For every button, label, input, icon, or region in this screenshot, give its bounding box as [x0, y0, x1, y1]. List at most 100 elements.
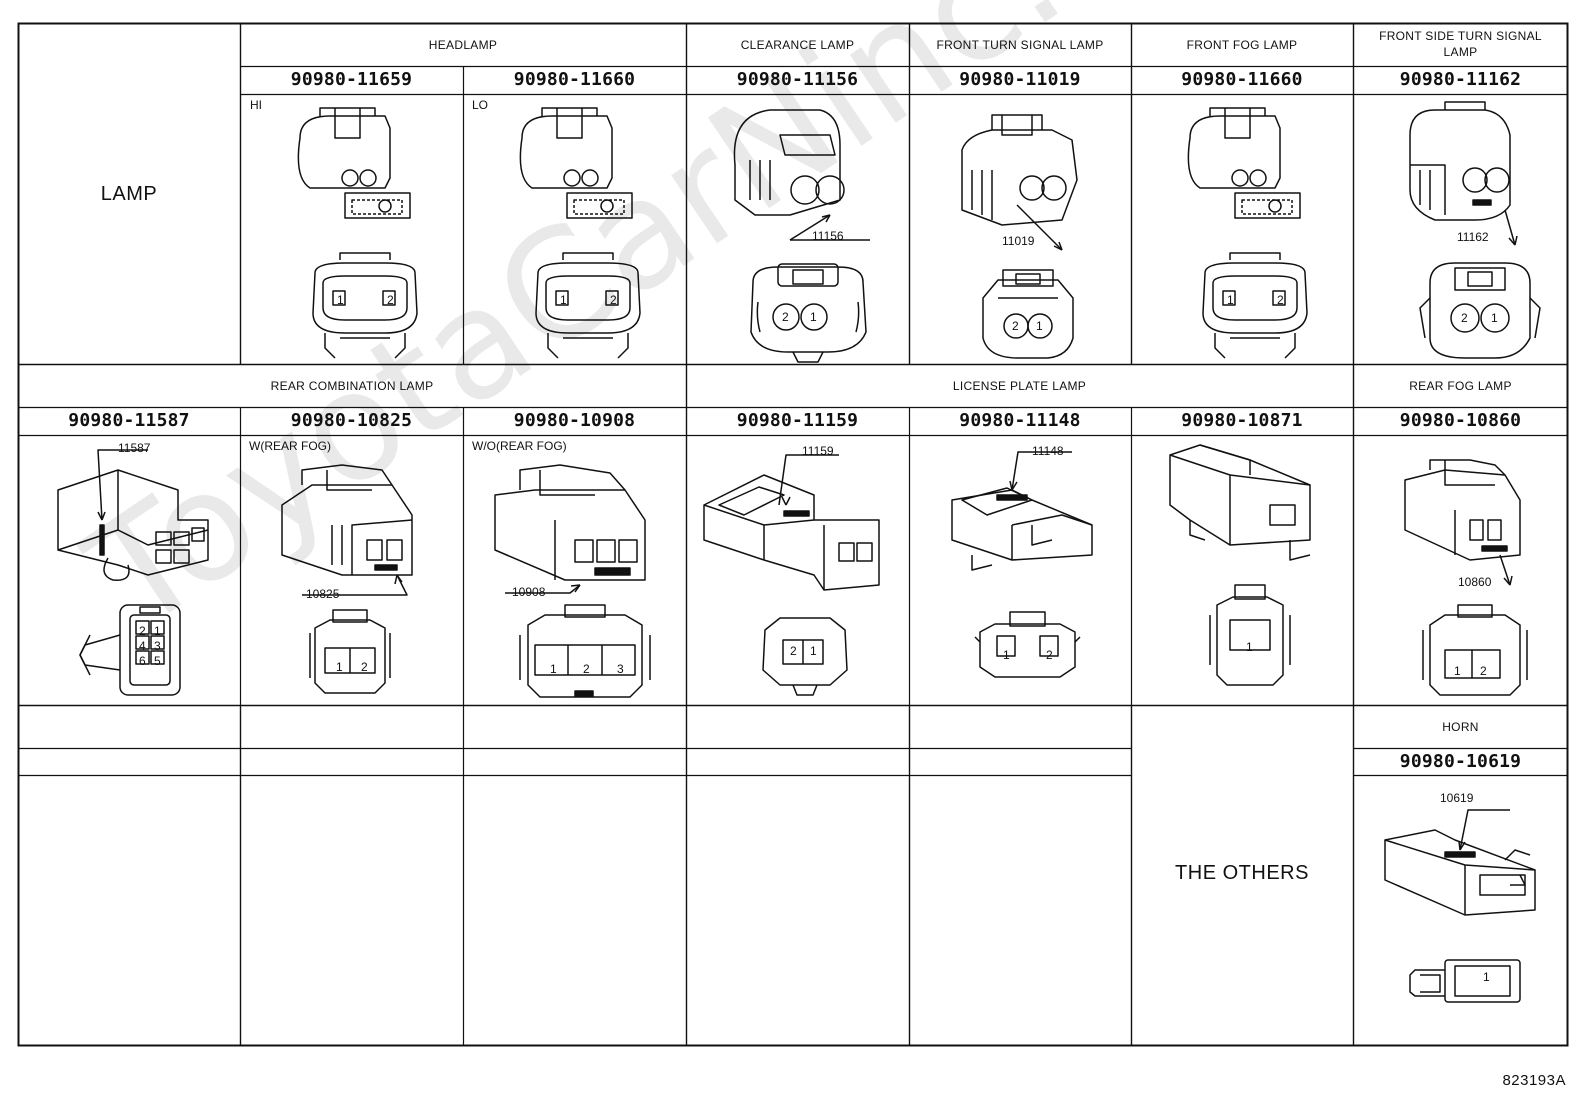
connector-drawing-10619 [1384, 809, 1536, 916]
connector-face-10825 [309, 609, 391, 694]
connector-drawing-11587 [57, 449, 209, 581]
part-number-90980-11148: 90980-11148 [959, 410, 1081, 431]
connector-face-11660-fog [1202, 252, 1308, 359]
variant-label-hi: HI [250, 98, 262, 112]
connector-face-10619 [1409, 959, 1521, 1003]
part-number-90980-11019: 90980-11019 [959, 69, 1081, 90]
connector-face-11162 [1419, 262, 1541, 359]
section-label-license-plate-lamp: LICENSE PLATE LAMP [952, 379, 1087, 393]
variant-label-lo: LO [472, 98, 489, 112]
pin-10908-3: 3 [617, 662, 624, 676]
part-number-90980-10871: 90980-10871 [1181, 410, 1303, 431]
connector-drawing-11148 [951, 451, 1093, 571]
part-number-90980-10825: 90980-10825 [290, 410, 413, 431]
pin-11587-1: 1 [154, 624, 161, 638]
connector-face-11659 [312, 252, 418, 359]
group-label-the-others: THE OTHERS [1175, 862, 1309, 884]
pin-11156-1: 1 [810, 310, 817, 324]
pin-10908-2: 2 [583, 662, 590, 676]
pin-10825-2: 2 [361, 660, 368, 674]
code-label-11162: 11162 [1457, 230, 1489, 244]
code-label-11156: 11156 [812, 229, 844, 243]
variant-label-w-rear-fog: W(REAR FOG) [249, 439, 331, 453]
section-label-rear-fog-lamp: REAR FOG LAMP [1409, 379, 1512, 393]
code-label-10908: 10908 [512, 585, 546, 599]
pin-11660-lo-1: 1 [560, 293, 567, 307]
connector-drawing-11019 [961, 114, 1078, 251]
pin-11159-1: 1 [810, 644, 817, 658]
connector-face-10860 [1422, 604, 1528, 696]
part-number-90980-10908: 90980-10908 [513, 410, 636, 431]
pin-10908-1: 1 [550, 662, 557, 676]
part-number-90980-11659: 90980-11659 [290, 69, 413, 90]
connector-face-11587 [79, 604, 181, 696]
pin-10619-1: 1 [1483, 970, 1490, 984]
connector-drawing-11660-lo [519, 107, 633, 219]
pin-10860-1: 1 [1454, 664, 1461, 678]
pin-11587-4: 4 [139, 639, 146, 653]
pin-11156-2: 2 [782, 310, 789, 324]
pin-11019-1: 1 [1036, 319, 1043, 333]
section-label-front-fog-lamp: FRONT FOG LAMP [1186, 38, 1298, 52]
connector-drawing-11159 [703, 454, 880, 591]
variant-label-wo-rear-fog: W/O(REAR FOG) [472, 439, 567, 453]
connector-face-11156 [750, 263, 867, 363]
pin-11659-2: 2 [387, 293, 394, 307]
code-label-11159: 11159 [802, 444, 834, 458]
section-label-rear-combination-lamp: REAR COMBINATION LAMP [270, 379, 434, 393]
figure-id: 823193A [1502, 1072, 1566, 1089]
pin-11587-3: 3 [154, 639, 161, 653]
part-number-90980-11162: 90980-11162 [1399, 69, 1522, 90]
part-number-90980-11156: 90980-11156 [736, 69, 859, 90]
connector-face-11148 [974, 611, 1081, 678]
part-number-90980-11660-lo: 90980-11660 [513, 69, 636, 90]
pin-11587-2: 2 [139, 624, 146, 638]
connector-drawing-10871 [1169, 444, 1311, 561]
code-label-11587: 11587 [118, 441, 151, 455]
section-label-front-turn-signal-lamp: FRONT TURN SIGNAL LAMP [936, 38, 1104, 52]
connector-drawing-10908 [494, 464, 646, 594]
code-label-11019: 11019 [1002, 234, 1035, 248]
pin-10860-2: 2 [1480, 664, 1487, 678]
connector-face-10871 [1209, 584, 1291, 686]
pin-10825-1: 1 [336, 660, 343, 674]
part-number-90980-10860: 90980-10860 [1399, 410, 1522, 431]
connector-drawing-11156 [733, 109, 870, 241]
pin-11660-lo-2: 2 [610, 293, 617, 307]
code-label-11148: 11148 [1032, 444, 1064, 458]
code-label-10825: 10825 [306, 587, 340, 601]
pin-11659-1: 1 [337, 293, 344, 307]
part-number-90980-11587: 90980-11587 [68, 410, 190, 431]
connector-drawing-10860 [1404, 459, 1521, 586]
connector-face-11019 [982, 269, 1074, 359]
connector-face-11159 [762, 617, 848, 696]
pin-11660-fog-2: 2 [1277, 293, 1284, 307]
pin-11148-1: 1 [1003, 648, 1010, 662]
pin-11587-6: 6 [139, 654, 146, 668]
pin-11148-2: 2 [1046, 648, 1053, 662]
pin-11587-5: 5 [154, 654, 161, 668]
section-label-headlamp: HEADLAMP [428, 38, 498, 52]
pin-10871-1: 1 [1246, 640, 1253, 654]
part-number-90980-11660-fog: 90980-11660 [1181, 69, 1303, 90]
code-label-10860: 10860 [1458, 575, 1492, 589]
part-number-90980-10619: 90980-10619 [1399, 751, 1522, 772]
pin-11660-fog-1: 1 [1227, 293, 1234, 307]
pin-11159-2: 2 [790, 644, 797, 658]
connector-drawing-11659-hi [297, 107, 411, 219]
code-label-10619: 10619 [1440, 791, 1474, 805]
section-label-clearance-lamp: CLEARANCE LAMP [740, 38, 855, 52]
part-number-90980-11159: 90980-11159 [736, 410, 859, 431]
section-label-front-side-turn-signal-lamp: FRONT SIDE TURN SIGNAL LAMP [1379, 29, 1542, 59]
connector-drawing-10825 [281, 464, 413, 596]
connector-drawing-11660-fog [1187, 107, 1301, 219]
pin-11019-2: 2 [1012, 319, 1019, 333]
pin-11162-2: 2 [1461, 311, 1468, 325]
pin-11162-1: 1 [1491, 311, 1498, 325]
connector-drawing-11162 [1409, 101, 1518, 246]
connector-face-11660-lo [535, 252, 641, 359]
section-label-horn: HORN [1442, 720, 1479, 734]
